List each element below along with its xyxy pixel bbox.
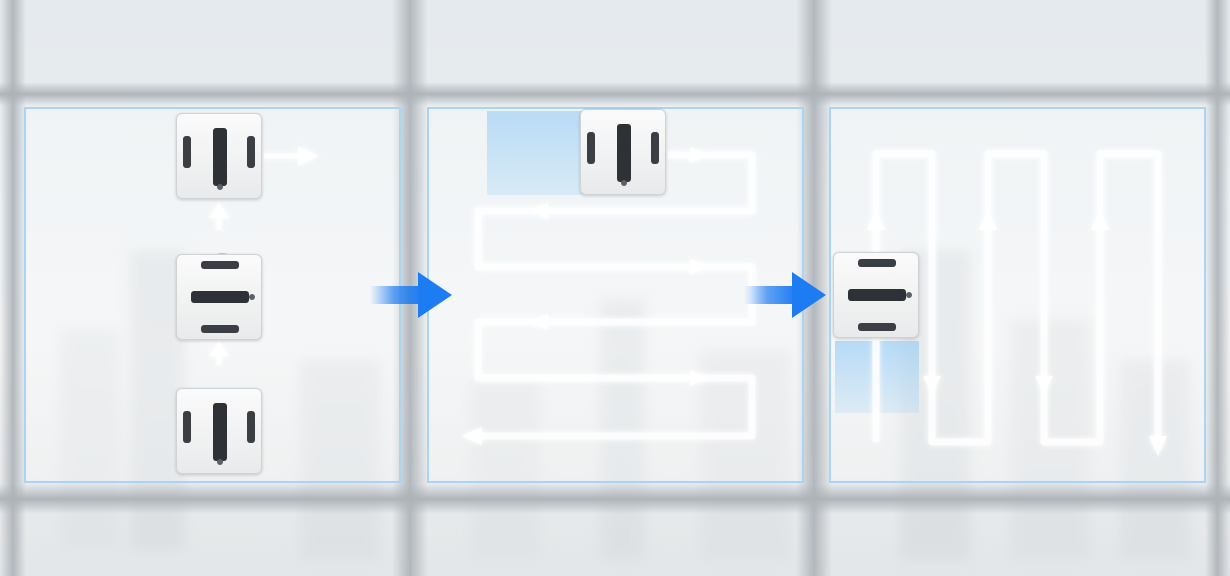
window-cleaning-robot-icon (176, 388, 262, 474)
cleaned-area-highlight (487, 111, 585, 195)
arrow-left-icon (530, 203, 548, 219)
arrow-up-icon (209, 341, 229, 356)
window-cleaning-robot-icon (833, 252, 919, 338)
window-transom (0, 484, 1230, 514)
arrow-right-icon (690, 147, 708, 163)
arrow-right-icon (690, 370, 708, 386)
arrow-down-icon (923, 376, 941, 394)
arrow-left-icon (462, 427, 482, 445)
arrow-up-icon (867, 212, 885, 230)
arrow-up-icon (979, 212, 997, 230)
transition-arrow-icon (370, 272, 452, 318)
window-transom (0, 82, 1230, 106)
arrow-right-icon (298, 146, 318, 166)
arrow-left-icon (530, 314, 548, 330)
vertical-zigzag-path (872, 150, 1162, 446)
transition-arrow-icon (744, 272, 826, 318)
arrow-down-icon (1035, 376, 1053, 394)
horizontal-zigzag-path (470, 151, 756, 440)
arrow-up-icon (1091, 212, 1109, 230)
window-cleaning-robot-icon (176, 113, 262, 199)
arrow-down-icon (1149, 436, 1167, 456)
arrow-right-icon (690, 259, 708, 275)
arrow-up-icon (209, 203, 229, 218)
window-cleaning-robot-icon (176, 254, 262, 340)
window-cleaning-robot-icon (580, 109, 666, 195)
